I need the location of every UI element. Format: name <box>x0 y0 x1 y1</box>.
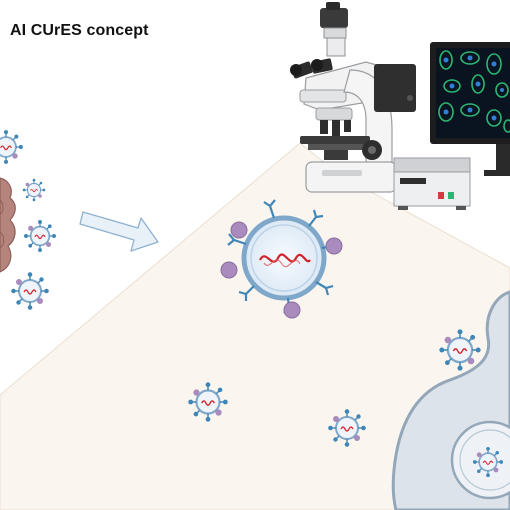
arrow-icon <box>79 211 159 252</box>
rna-strand <box>259 253 311 263</box>
monitor-icon <box>430 42 510 176</box>
controller-icon <box>393 157 471 210</box>
figure-title: AI CUrES concept <box>10 22 149 39</box>
exosome-icon <box>23 219 57 253</box>
exosome-icon <box>0 129 24 165</box>
exosome-icon <box>10 271 50 311</box>
camera-icon <box>320 8 348 28</box>
monitor-cells <box>438 50 510 133</box>
tissue-cells <box>0 177 16 273</box>
exosome-icon <box>22 178 46 202</box>
exosome-icon <box>220 199 343 319</box>
cell-icon <box>391 290 510 510</box>
microscope-icon <box>290 2 416 193</box>
